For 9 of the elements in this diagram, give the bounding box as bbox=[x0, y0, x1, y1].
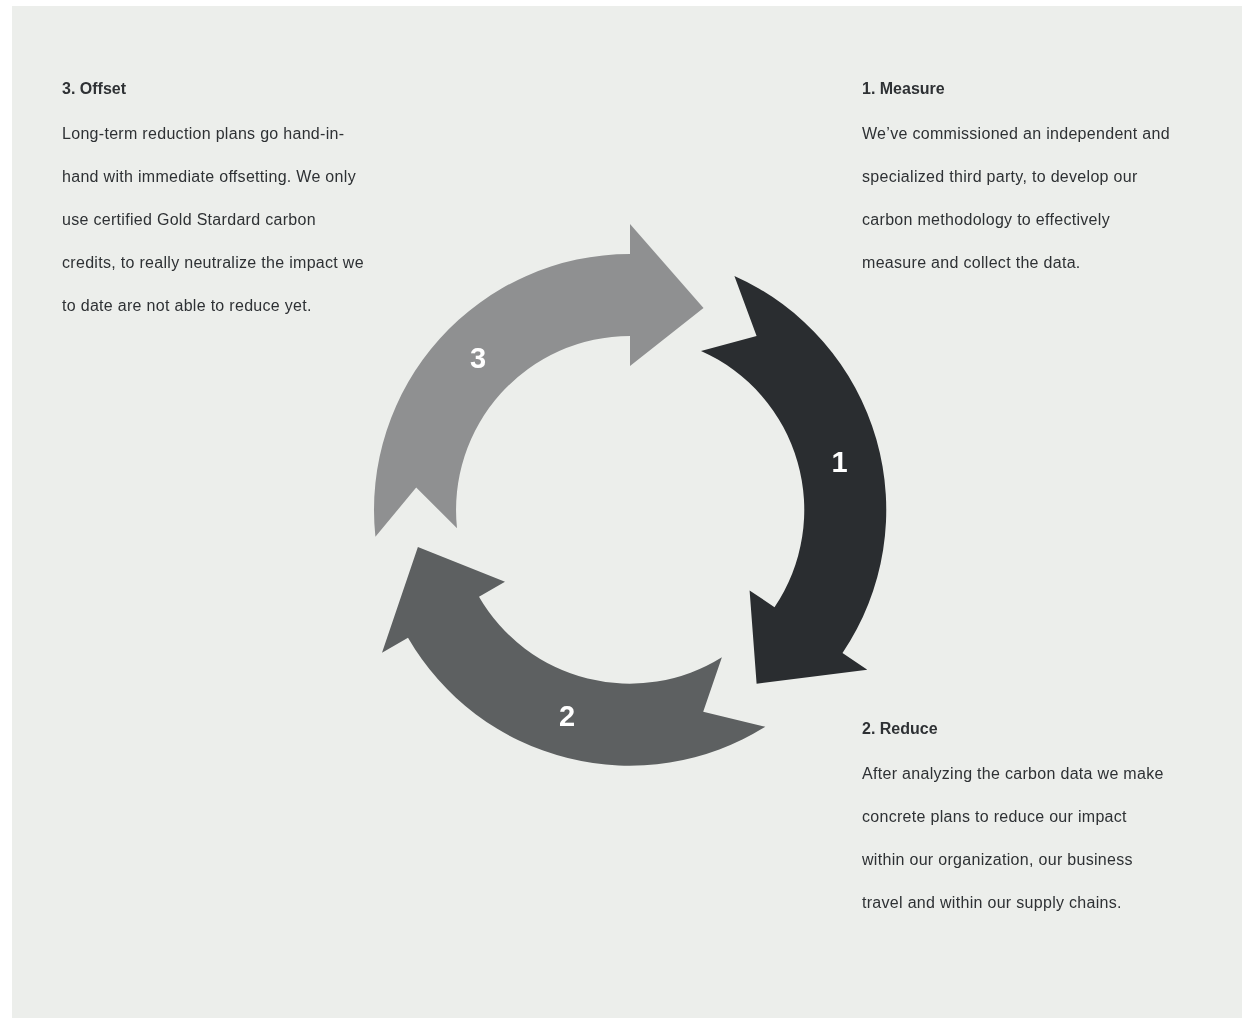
step-description: We’ve commissioned an independent and specialized third party, to develop our carbon methodology to effectively measure and collect the data. bbox=[862, 124, 1171, 273]
step-heading: 3. Offset bbox=[62, 79, 127, 99]
step-description: Long-term reduction plans go hand-in-hand with immediate offsetting. We only use certified Gold Stardard carbon credits, to really neutralize the impact we to date are not able to reduce yet. bbox=[62, 124, 365, 316]
step-description: After analyzing the carbon data we make concrete plans to reduce our impact within our organization, our business travel and within our supply chains. bbox=[862, 764, 1165, 913]
step-number: 3 bbox=[469, 343, 487, 373]
step-number: 1 bbox=[831, 447, 848, 477]
step-heading: 2. Reduce bbox=[862, 719, 939, 739]
step-number: 2 bbox=[559, 701, 576, 731]
step-heading: 1. Measure bbox=[862, 79, 946, 99]
